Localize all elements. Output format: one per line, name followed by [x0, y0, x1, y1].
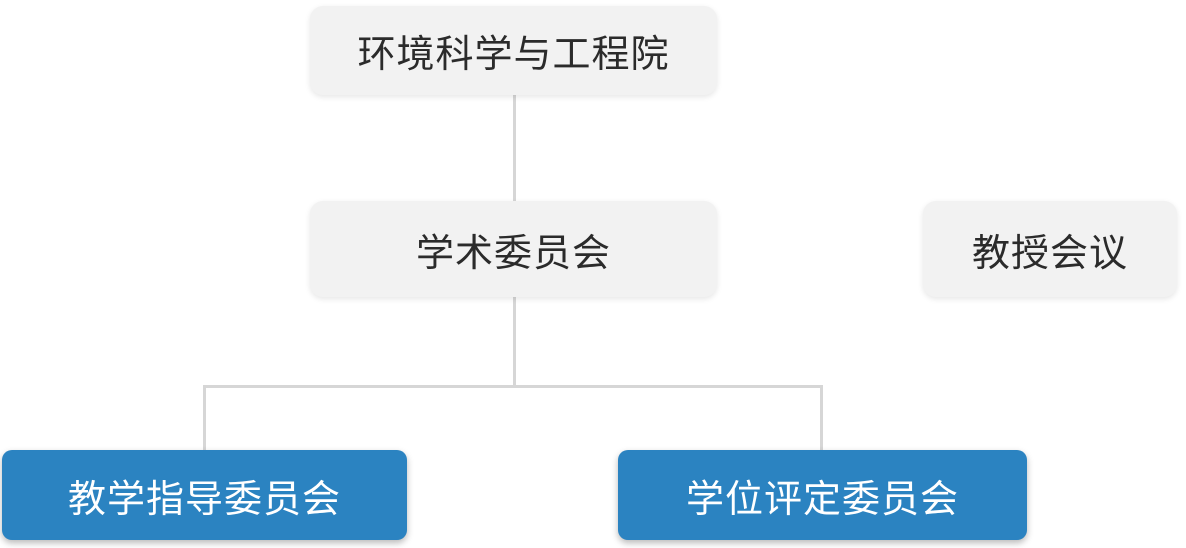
node-academic-committee-label: 学术委员会: [415, 232, 611, 275]
connector-root-to-academic: [513, 95, 516, 201]
node-degree-evaluation-committee-label: 学位评定委员会: [685, 478, 959, 521]
node-professors-meeting: 教授会议: [923, 201, 1177, 297]
node-teaching-guidance-committee: 教学指导委员会: [2, 450, 407, 540]
node-academic-committee: 学术委员会: [310, 201, 717, 297]
connector-branch-horizontal: [203, 385, 823, 388]
node-school-of-environmental-science: 环境科学与工程院: [310, 6, 717, 95]
node-school-of-environmental-science-label: 环境科学与工程院: [357, 34, 670, 76]
node-teaching-guidance-committee-label: 教学指导委员会: [67, 478, 341, 521]
connector-academic-to-branch: [513, 297, 516, 387]
connector-branch-to-degree: [820, 388, 823, 450]
node-professors-meeting-label: 教授会议: [971, 232, 1128, 275]
node-degree-evaluation-committee: 学位评定委员会: [618, 450, 1027, 540]
connector-branch-to-teaching: [203, 388, 206, 450]
